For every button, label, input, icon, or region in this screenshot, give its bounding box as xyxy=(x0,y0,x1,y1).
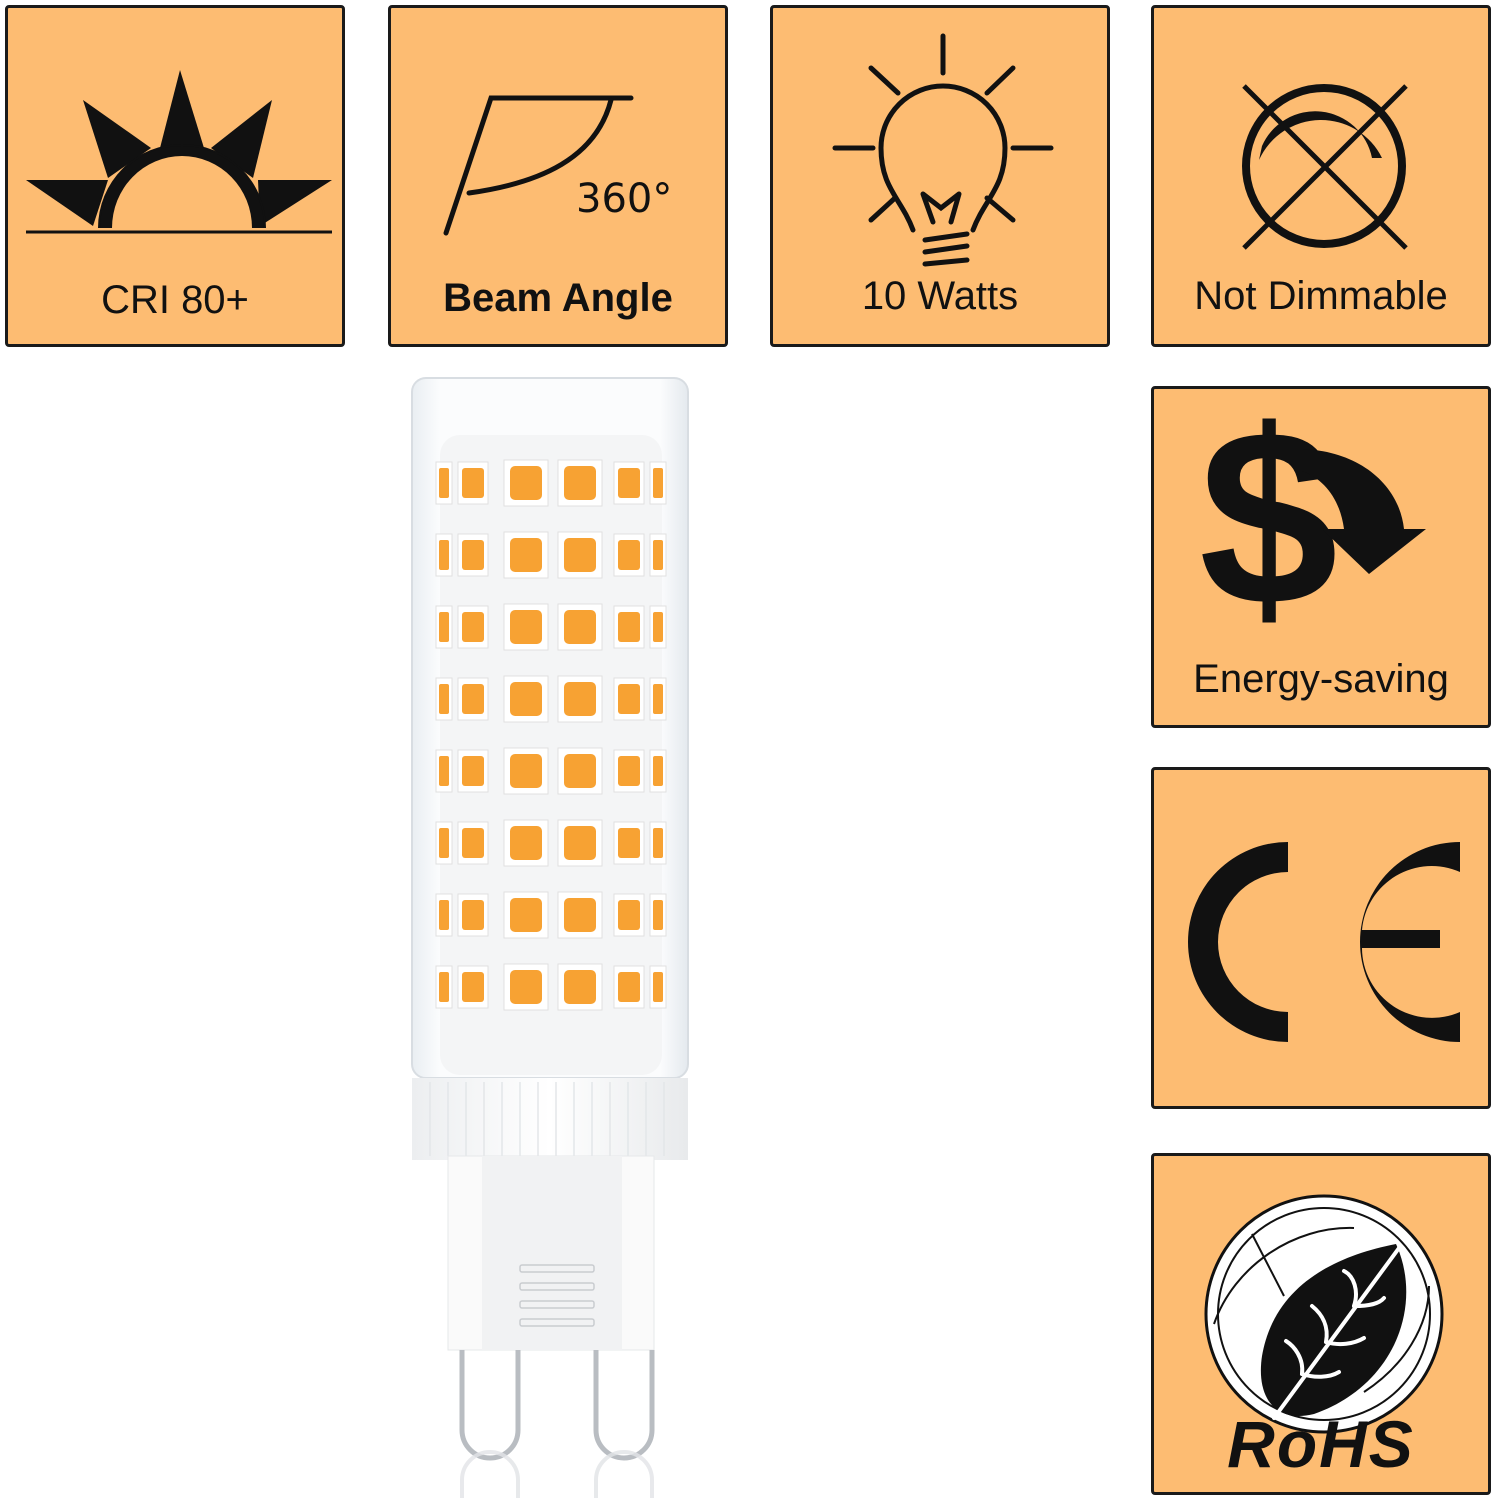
feature-label-not-dimmable: Not Dimmable xyxy=(1194,274,1448,318)
sun-icon xyxy=(26,70,332,234)
beam-angle-value: 360° xyxy=(576,176,673,222)
light-bulb-icon xyxy=(832,33,1054,267)
beam-angle-icon xyxy=(443,95,634,236)
ce-mark-icon xyxy=(1188,842,1460,1042)
not-dimmable-icon xyxy=(1242,84,1408,250)
feature-label-cri: CRI 80+ xyxy=(101,278,249,322)
led-bulb-image xyxy=(411,377,689,1498)
feature-label-beam-angle: Beam Angle xyxy=(443,276,673,320)
feature-tile-rohs: RoHS xyxy=(1151,1153,1491,1495)
led-grid xyxy=(435,459,667,1011)
rohs-leaf-icon xyxy=(1204,1194,1444,1434)
feature-tile-not-dimmable: Not Dimmable xyxy=(1151,5,1491,347)
feature-tile-ce xyxy=(1151,767,1491,1109)
svg-text:$: $ xyxy=(1199,389,1338,657)
feature-tile-watts: 10 Watts xyxy=(770,5,1110,347)
feature-tile-energy-saving: $ Energy-saving xyxy=(1151,386,1491,728)
feature-label-watts: 10 Watts xyxy=(861,274,1019,318)
feature-label-rohs: RoHS xyxy=(1227,1407,1415,1481)
feature-tile-beam-angle: 360° Beam Angle xyxy=(388,5,728,347)
feature-label-energy-saving: Energy-saving xyxy=(1193,657,1449,701)
feature-tile-cri: CRI 80+ xyxy=(5,5,345,347)
dollar-down-icon: $ xyxy=(1199,389,1426,657)
